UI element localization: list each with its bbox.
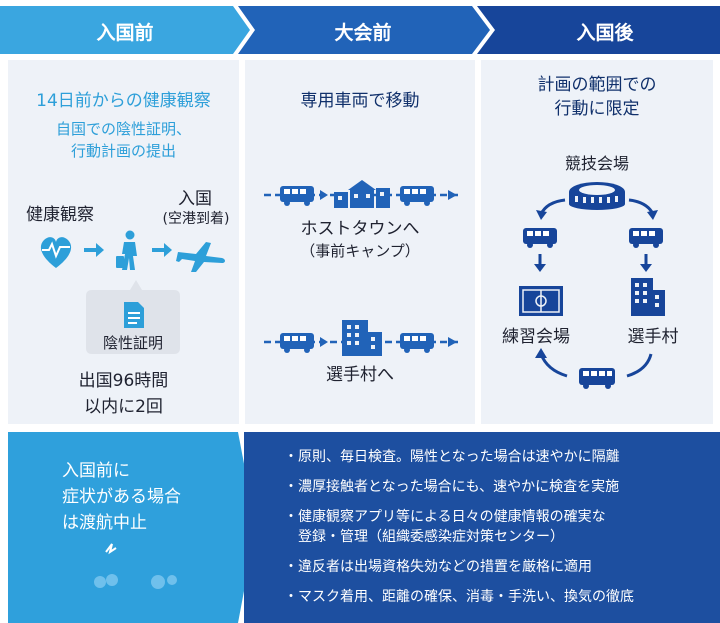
cycle-arrow bbox=[626, 353, 653, 378]
arrow-right-icon bbox=[448, 190, 457, 200]
bus-icon bbox=[400, 186, 434, 206]
symptom-line2: 症状がある場合 bbox=[62, 487, 181, 507]
entry-sub-label: (空港到着) bbox=[162, 211, 230, 227]
rule-item: ・濃厚接触者となった場合にも、速やかに検査を実施 bbox=[284, 479, 620, 495]
col1-sub-line2: 行動計画の提出 bbox=[70, 142, 176, 160]
health-watch-label: 健康観察 bbox=[26, 205, 94, 225]
bus-icon bbox=[629, 228, 663, 248]
panel-before-games bbox=[245, 60, 475, 424]
arrow-head-icon bbox=[647, 210, 658, 220]
town-buildings-icon bbox=[334, 180, 390, 208]
bus-icon bbox=[280, 333, 314, 353]
rule-item: ・健康観察アプリ等による日々の健康情報の確実な bbox=[284, 509, 606, 525]
pre-camp-label: （事前キャンプ） bbox=[300, 242, 420, 260]
header-arrow-3 bbox=[477, 6, 720, 54]
header-arrows bbox=[0, 6, 720, 54]
rule-item: ・違反者は出場資格失効などの措置を厳格に適用 bbox=[284, 559, 592, 575]
arrow-head-icon bbox=[534, 264, 546, 272]
panel-after-entry bbox=[481, 60, 713, 424]
col1-icon-row bbox=[40, 230, 225, 272]
bus-icon bbox=[579, 368, 615, 389]
arrow-right-icon bbox=[320, 337, 328, 347]
stadium-icon bbox=[569, 182, 625, 210]
village-transport-row bbox=[264, 320, 460, 356]
header-label-before-games: 大会前 bbox=[334, 22, 392, 44]
col2-title: 専用車両で移動 bbox=[300, 91, 420, 111]
venue-label: 競技会場 bbox=[564, 154, 629, 173]
host-town-transport-row bbox=[264, 180, 460, 208]
col1-title: 14日前からの健康観察 bbox=[36, 91, 211, 111]
rules-box bbox=[244, 432, 720, 623]
cough-icon bbox=[94, 543, 177, 589]
bus-icon bbox=[523, 228, 557, 248]
entry-label: 入国 bbox=[178, 189, 212, 209]
venue-cycle-diagram bbox=[519, 182, 665, 389]
header-label-before-entry: 入国前 bbox=[96, 22, 154, 44]
col3-title-line2: 行動に限定 bbox=[554, 99, 640, 119]
practice-field-icon bbox=[519, 286, 563, 316]
rule-item: ・マスク着用、距離の確保、消毒・手洗い、換気の徹底 bbox=[284, 589, 634, 605]
bus-icon bbox=[400, 333, 434, 353]
heart-pulse-icon bbox=[40, 237, 72, 268]
symptom-line1: 入国前に bbox=[62, 461, 130, 481]
arrow-head-icon bbox=[640, 264, 652, 272]
rule-item: ・原則、毎日検査。陽性となった場合は速やかに隔離 bbox=[284, 449, 620, 465]
arrow-right-icon bbox=[448, 337, 457, 347]
test-times-line1: 出国96時間 bbox=[78, 371, 169, 391]
athletes-village-label: 選手村 bbox=[627, 327, 679, 347]
airplane-icon bbox=[176, 242, 225, 272]
host-town-label: ホストタウンへ bbox=[300, 219, 420, 239]
symptom-line3: は渡航中止 bbox=[62, 513, 147, 533]
arrow-right-icon bbox=[320, 190, 328, 200]
col1-sub-line1: 自国での陰性証明、 bbox=[55, 120, 191, 138]
village-label: 選手村へ bbox=[326, 365, 394, 385]
bus-icon bbox=[280, 186, 314, 206]
arrow-right-icon bbox=[152, 243, 172, 257]
athletes-village-icon bbox=[631, 278, 665, 316]
certificate-label: 陰性証明 bbox=[102, 334, 163, 352]
practice-venue-label: 練習会場 bbox=[502, 327, 570, 347]
col3-title-line1: 計画の範囲での bbox=[537, 75, 657, 95]
header-arrow-2 bbox=[238, 6, 490, 54]
header-arrow-1 bbox=[0, 6, 250, 54]
document-icon bbox=[124, 302, 144, 328]
certificate-bubble bbox=[86, 280, 180, 354]
arrow-right-icon bbox=[84, 243, 104, 257]
arrow-head-icon bbox=[536, 210, 547, 220]
traveler-icon bbox=[116, 230, 137, 270]
test-times-line2: 以内に2回 bbox=[84, 397, 163, 417]
apartment-building-icon bbox=[342, 320, 382, 356]
arrow-head-icon bbox=[535, 348, 547, 358]
header-label-after-entry: 入国後 bbox=[576, 22, 634, 44]
rule-item: 登録・管理（組織委感染症対策センター） bbox=[284, 529, 564, 545]
symptom-notice-box bbox=[8, 432, 256, 623]
